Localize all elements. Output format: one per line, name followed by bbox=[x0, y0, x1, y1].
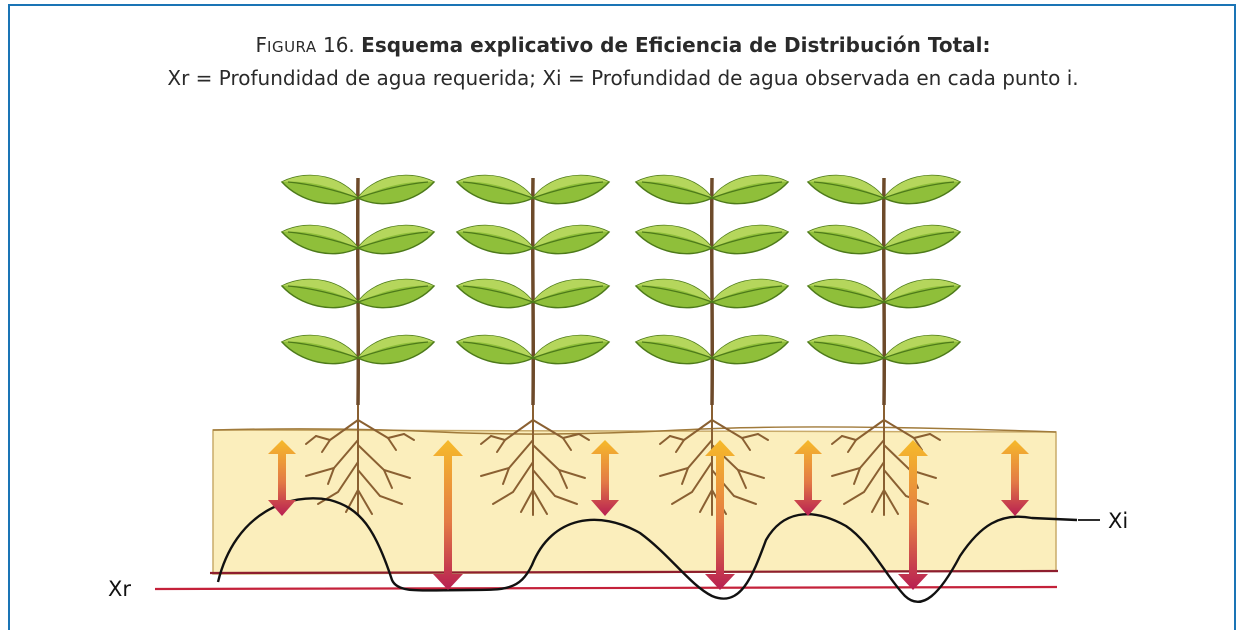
observed-depth-curve bbox=[216, 497, 1078, 603]
figure-label-rest: IGURA bbox=[267, 38, 317, 56]
xi-label: Xi bbox=[1108, 509, 1128, 533]
caption-title-line: FIGURA 16. Esquema explicativo de Eficie… bbox=[0, 30, 1246, 63]
required-depth-line bbox=[154, 585, 1058, 591]
plant-icon bbox=[636, 175, 788, 405]
double-arrow-icon bbox=[705, 440, 735, 590]
double-arrow-icon bbox=[268, 440, 296, 516]
plant-icon bbox=[282, 175, 434, 405]
double-arrow-icon bbox=[898, 440, 928, 590]
double-arrow-icon bbox=[591, 440, 619, 516]
double-arrow-icon bbox=[433, 440, 463, 590]
xr-label: Xr bbox=[108, 577, 131, 601]
figure-frame bbox=[8, 4, 1236, 630]
plant-icon bbox=[808, 175, 960, 405]
plant-icon bbox=[457, 175, 609, 405]
figure-title: Esquema explicativo de Eficiencia de Dis… bbox=[361, 33, 991, 57]
figure-label-first: F bbox=[255, 33, 268, 57]
double-arrow-icon bbox=[1001, 440, 1029, 516]
figure-caption: FIGURA 16. Esquema explicativo de Eficie… bbox=[0, 30, 1246, 94]
double-arrow-icon bbox=[794, 440, 822, 516]
figure-number: 16. bbox=[322, 33, 355, 57]
figure-legend: Xr = Profundidad de agua requerida; Xi =… bbox=[167, 66, 1079, 90]
